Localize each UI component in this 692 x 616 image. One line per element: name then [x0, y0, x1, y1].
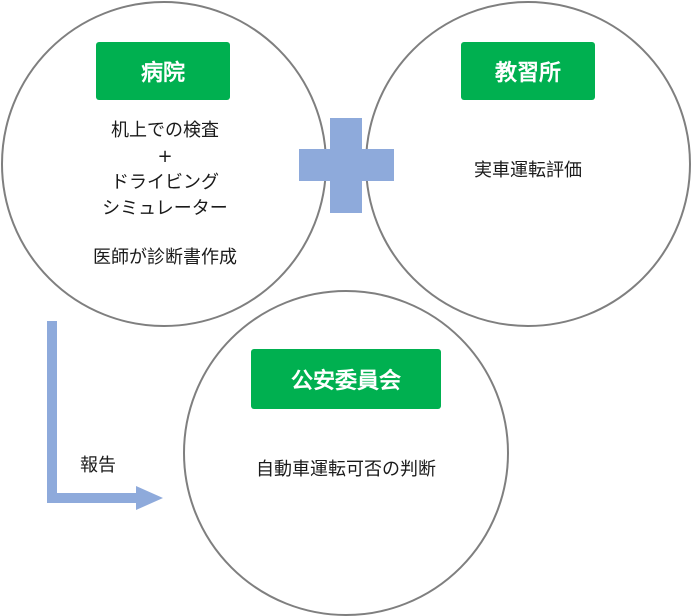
hospital-title: 病院: [96, 42, 230, 100]
hospital-line-3: ドライビング: [111, 172, 219, 193]
commission-title: 公安委員会: [251, 349, 441, 409]
school-title: 教習所: [461, 42, 595, 100]
commission-circle: [183, 290, 509, 616]
plus-icon: [299, 118, 394, 213]
report-arrow-icon: [47, 321, 163, 510]
hospital-note: 医師が診断書作成: [93, 247, 237, 268]
hospital-line-4: シミュレーター: [102, 198, 228, 219]
hospital-line-2: +: [157, 146, 173, 167]
hospital-exam-lines: 机上での検査 + ドライビング シミュレーター: [60, 118, 270, 222]
commission-note: 自動車運転可否の判断: [256, 459, 436, 480]
school-note: 実車運転評価: [474, 160, 582, 181]
report-label: 報告: [80, 455, 116, 476]
hospital-line-1: 机上での検査: [111, 120, 219, 141]
